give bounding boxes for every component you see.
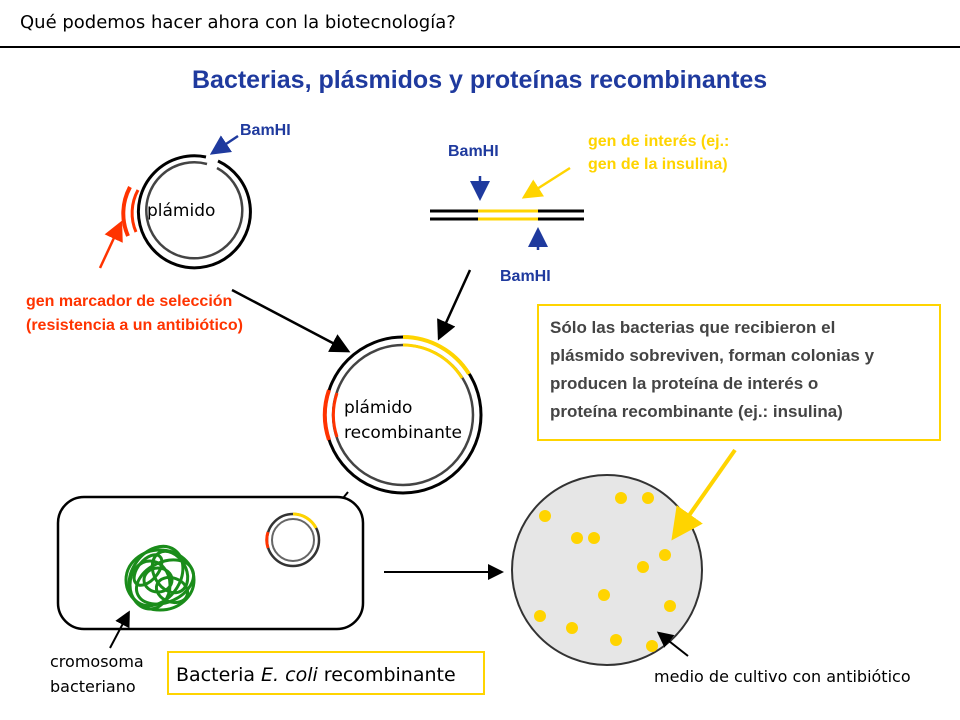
arrow-gene-to-recombinant [437, 269, 472, 341]
plasmid [121, 154, 252, 270]
bamhi-label-top: BamHI [448, 143, 499, 160]
bacteria-label: Bacteria E. coli recombinante [176, 664, 456, 686]
colonies [534, 492, 676, 652]
bacterial-chromosome [124, 544, 196, 612]
culture-medium-arrow [656, 631, 689, 657]
marker-gene-label-line2: (resistencia a un antibiótico) [26, 317, 243, 334]
info-box-line3: producen la proteína de interés o [550, 374, 818, 393]
gene-of-interest-label-line2: gen de la insulina) [588, 156, 728, 173]
gene-of-interest-arrow [521, 166, 571, 199]
dna-fragment [430, 209, 584, 221]
bacteria-label-suffix: recombinante [318, 664, 456, 686]
bamhi-label-plasmid: BamHI [240, 122, 291, 139]
info-box-line2: plásmido sobreviven, forman colonias y [550, 346, 875, 365]
info-to-dish-arrow [671, 448, 737, 541]
marker-gene-segment [121, 186, 132, 237]
bacterium-cell [56, 495, 365, 631]
title-divider [0, 46, 960, 48]
gene-of-interest-label-line1: gen de interés (ej.: [588, 133, 729, 150]
recombinant-plasmid-label-line2: recombinante [344, 423, 462, 443]
page-title: Qué podemos hacer ahora con la biotecnol… [20, 12, 456, 33]
info-box-line1: Sólo las bacterias que recibieron el [550, 318, 835, 337]
bacteria-label-prefix: Bacteria [176, 664, 261, 686]
info-box [537, 304, 941, 441]
recombinant-plasmid-label-line1: plámido [344, 398, 412, 418]
bacterium-plasmid [265, 512, 321, 568]
plasmid-label: plámido [147, 201, 215, 221]
info-box-line4: proteína recombinante (ej.: insulina) [550, 402, 843, 421]
chromosome-label-line2: bacteriano [50, 677, 136, 696]
bacteria-label-box [167, 651, 485, 695]
bamhi-label-bottom: BamHI [500, 268, 551, 285]
bamhi-arrow-plasmid [209, 134, 239, 155]
recombinant-plasmid [322, 335, 483, 495]
chromosome-arrow [109, 610, 130, 649]
arrow-plasmid-to-recombinant [231, 288, 351, 353]
bacteria-label-species: E. coli [261, 664, 318, 686]
culture-medium-label: medio de cultivo con antibiótico [654, 667, 911, 686]
petri-dish [511, 474, 703, 666]
diagram-heading: Bacterias, plásmidos y proteínas recombi… [192, 66, 767, 94]
chromosome-label-line1: cromosoma [50, 652, 144, 671]
marker-gene-arrow [98, 220, 123, 269]
marker-gene-label-line1: gen marcador de selección [26, 293, 232, 310]
